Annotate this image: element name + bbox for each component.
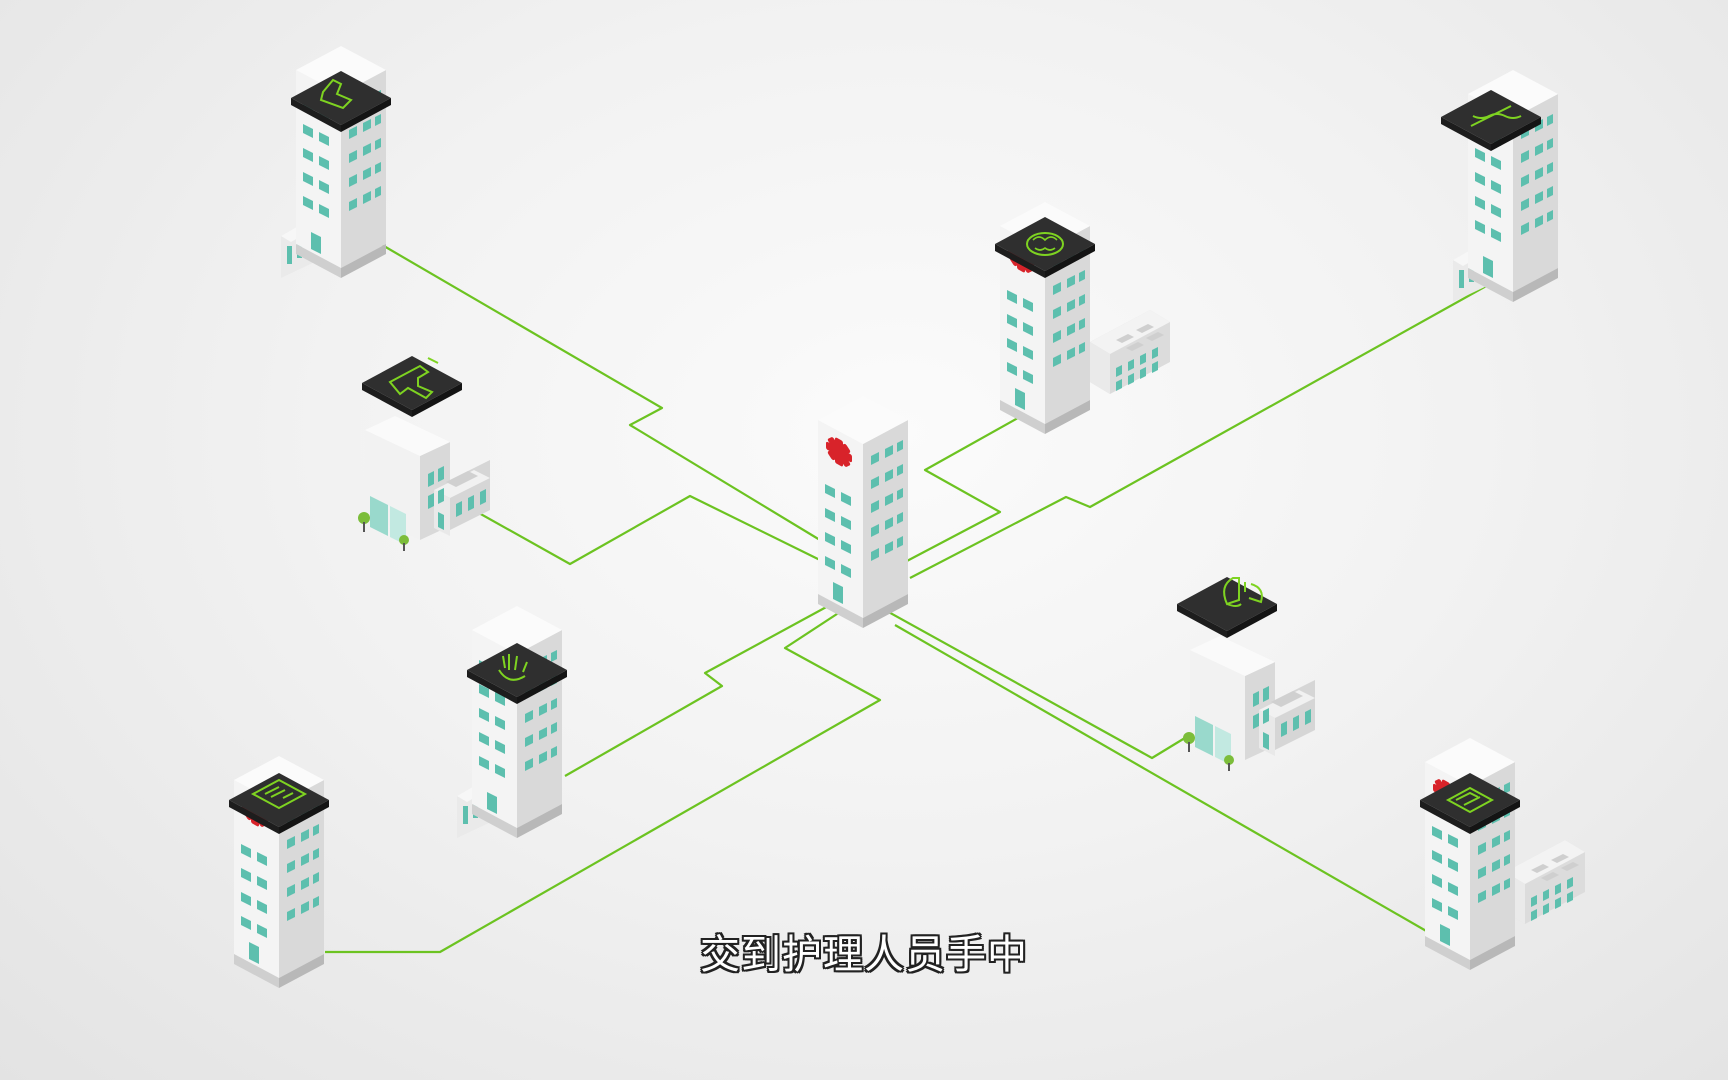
site-foot: [281, 46, 391, 278]
site-spine: [1441, 70, 1558, 302]
brain-icon: [1026, 232, 1064, 256]
link-foot: [364, 234, 821, 541]
spine-icon: [1470, 105, 1522, 127]
lungs-icon: [1223, 577, 1263, 607]
hand-icon: [498, 654, 528, 681]
link-brain: [904, 413, 1026, 563]
link-dental: [469, 494, 821, 566]
link-xray: [325, 611, 882, 954]
scanner-icon: [1445, 786, 1495, 814]
site-scanner: [1420, 738, 1585, 970]
dental-chair-icon: [388, 357, 439, 400]
site-brain: [995, 202, 1170, 434]
link-scanner: [894, 624, 1429, 933]
foot-icon: [319, 78, 353, 110]
site-xray: [229, 756, 329, 988]
link-lungs: [884, 609, 1199, 760]
xray-icon: [250, 778, 308, 810]
site-lungs: [1177, 577, 1315, 771]
video-subtitle: 交到护理人员手中: [700, 932, 1028, 978]
link-hand: [564, 604, 831, 777]
site-dental: [358, 356, 490, 551]
link-spine: [909, 284, 1489, 579]
network-links: [325, 234, 1489, 954]
central-hospital: [818, 396, 908, 628]
site-hand: [457, 606, 567, 838]
